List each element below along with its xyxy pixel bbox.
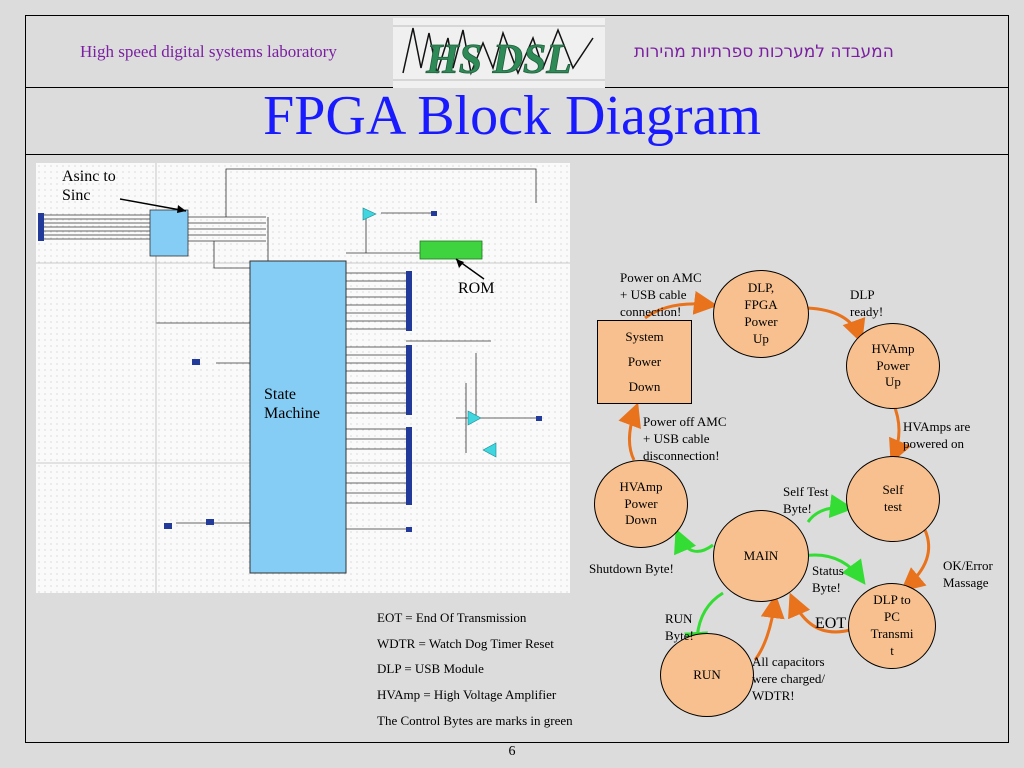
page-title: FPGA Block Diagram bbox=[263, 85, 761, 147]
rom-label: ROM bbox=[458, 280, 495, 297]
eot-label: EOT bbox=[815, 615, 847, 632]
ok-error-label: OK/Error Massage bbox=[943, 558, 993, 590]
dlp-to-pc-transmit-node: DLP to PC Transmi t bbox=[848, 583, 936, 669]
run-byte-label: RUN Byte! bbox=[665, 611, 694, 643]
run-node: RUN bbox=[660, 633, 754, 717]
page-number: 6 bbox=[508, 744, 516, 759]
power-on-label: Power on AMC + USB cable connection! bbox=[620, 270, 702, 319]
legend-wdtr: WDTR = Watch Dog Timer Reset bbox=[377, 636, 554, 651]
all-capacitors-label: All capacitors were charged/ WDTR! bbox=[752, 654, 826, 703]
self-test-byte-label: Self Test Byte! bbox=[783, 484, 829, 516]
main-node: MAIN bbox=[713, 510, 809, 602]
dlp-fpga-power-up-node: DLP, FPGA Power Up bbox=[713, 270, 809, 358]
hvamp-power-down-node: HVAmp Power Down bbox=[594, 460, 688, 548]
system-power-down-line1: System bbox=[625, 329, 664, 345]
self-test-node: Self test bbox=[846, 456, 940, 542]
slide-frame bbox=[25, 15, 1009, 743]
shutdown-byte-label: Shutdown Byte! bbox=[589, 561, 674, 576]
system-power-down-line2: Power bbox=[627, 353, 662, 369]
legend-eot: EOT = End Of Transmission bbox=[377, 610, 527, 625]
lab-name-english: High speed digital systems laboratory bbox=[80, 42, 337, 61]
title-divider bbox=[25, 154, 1009, 155]
system-power-down-line3: Down bbox=[628, 378, 661, 394]
hvamps-powered-label: HVAmps are powered on bbox=[903, 419, 971, 451]
legend-control-bytes: The Control Bytes are marks in green bbox=[377, 713, 573, 728]
fpga-schematic: Asinc to Sinc ROM State Machine bbox=[36, 163, 570, 593]
system-power-down-node: System Power Down bbox=[597, 320, 692, 404]
legend-dlp: DLP = USB Module bbox=[377, 661, 484, 676]
state-machine-label: State Machine bbox=[264, 386, 320, 423]
dlp-ready-label: DLP ready! bbox=[850, 287, 884, 319]
async-to-sync-label: Asinc to Sinc bbox=[62, 168, 116, 205]
power-off-label: Power off AMC + USB cable disconnection! bbox=[643, 414, 727, 463]
hvamp-power-up-node: HVAmp Power Up bbox=[846, 323, 940, 409]
legend-hvamp: HVAmp = High Voltage Amplifier bbox=[377, 687, 557, 702]
lab-name-hebrew: המעבדה למערכות ספרתיות מהירות bbox=[634, 42, 894, 62]
hsdsl-logo: HS DSL bbox=[393, 18, 605, 88]
status-byte-label: Status Byte! bbox=[812, 563, 844, 595]
logo-text: HS DSL bbox=[425, 37, 572, 83]
